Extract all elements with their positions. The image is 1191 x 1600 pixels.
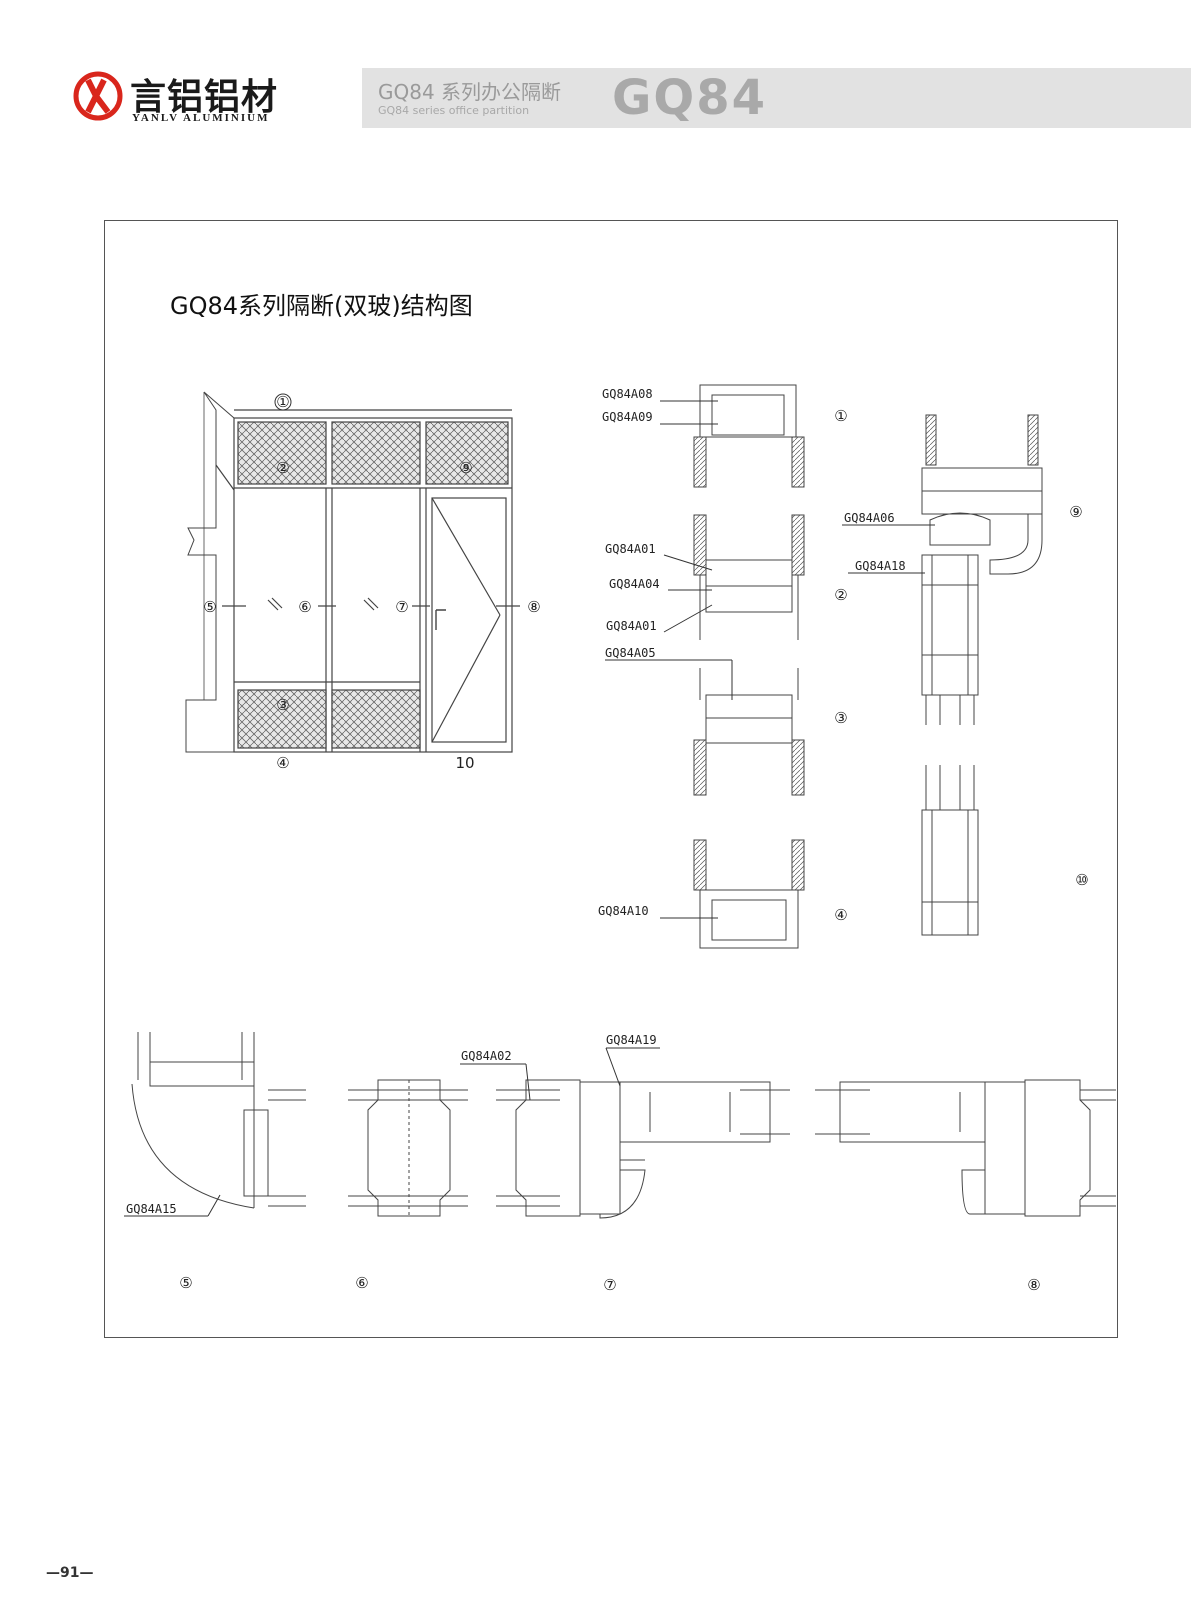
detail-marker-10: ⑩ [1075,871,1088,889]
brand-mark-icon [73,71,123,121]
callout-a06: GQ84A06 [842,511,935,526]
callout-a18: GQ84A18 [848,559,925,574]
callout-a02: GQ84A02 [460,1049,531,1101]
elevation-view [185,391,520,753]
marker-5: ⑤ [203,598,216,616]
section-details-9-10 [921,414,1043,936]
svg-text:GQ84A19: GQ84A19 [606,1033,657,1047]
svg-text:GQ84A02: GQ84A02 [461,1049,512,1063]
svg-text:GQ84A01: GQ84A01 [606,619,657,633]
detail-marker-7: ⑦ [603,1276,616,1294]
callout-a05: GQ84A05 [605,646,733,700]
svg-text:GQ84A05: GQ84A05 [605,646,656,660]
brand-logo: 言铝铝材 YANLV ALUMINIUM [72,66,302,130]
detail-marker-9: ⑨ [1069,503,1082,521]
svg-text:④: ④ [276,754,289,772]
callout-a08: GQ84A08 [602,387,718,402]
section-details-1-4 [693,384,805,949]
callout-a04: GQ84A04 [609,577,712,591]
marker-2: ② [276,459,289,477]
svg-text:GQ84A10: GQ84A10 [598,904,649,918]
svg-text:①: ① [276,393,289,411]
detail-5-8-labels: GQ84A15 GQ84A02 GQ84A19 ⑤ ⑥ ⑦ ⑧ [124,1033,1041,1294]
detail-marker-8: ⑧ [1027,1276,1040,1294]
marker-4: ④ [276,754,289,772]
drawing-frame [104,220,1118,1338]
svg-text:⑨: ⑨ [459,459,472,477]
svg-text:GQ84A04: GQ84A04 [609,577,660,591]
brand-name-cn: 言铝铝材 [130,77,279,118]
svg-text:GQ84A09: GQ84A09 [602,410,653,424]
svg-text:②: ② [276,459,289,477]
detail-marker-6: ⑥ [355,1274,368,1292]
svg-text:GQ84A15: GQ84A15 [126,1202,177,1216]
callout-a19: GQ84A19 [605,1033,660,1087]
detail-marker-1: ① [834,407,847,425]
svg-text:⑦: ⑦ [395,598,408,616]
callout-a01-top: GQ84A01 [605,542,713,571]
callout-a01-bottom: GQ84A01 [606,604,713,633]
svg-text:⑤: ⑤ [203,598,216,616]
svg-text:③: ③ [276,696,289,714]
marker-9: ⑨ [459,459,472,477]
section-detail-labels: GQ84A08 GQ84A09 GQ84A01 GQ84A04 GQ84A01 … [598,387,848,924]
svg-text:GQ84A01: GQ84A01 [605,542,656,556]
detail-9-10-labels: GQ84A06 GQ84A18 ⑨ ⑩ [842,503,1089,889]
marker-8: ⑧ [527,598,540,616]
detail-marker-4: ④ [834,906,847,924]
page-number: —91— [46,1565,94,1581]
svg-text:GQ84A06: GQ84A06 [844,511,895,525]
drawing-title: GQ84系列隔断(双玻)结构图 [170,292,473,320]
svg-text:⑥: ⑥ [298,598,311,616]
marker-10: 10 [455,754,474,772]
detail-marker-2: ② [834,586,847,604]
svg-text:10: 10 [455,754,474,772]
marker-6: ⑥ [298,598,311,616]
callout-a15: GQ84A15 [124,1194,221,1217]
section-details-5-8 [131,1032,1116,1219]
header-band: GQ84 系列办公隔断 GQ84 series office partition… [362,68,1191,128]
marker-1: ① [274,393,292,411]
detail-marker-5: ⑤ [179,1274,192,1292]
svg-text:GQ84A08: GQ84A08 [602,387,653,401]
series-title-en: GQ84 series office partition [378,104,530,117]
svg-text:GQ84A18: GQ84A18 [855,559,906,573]
callout-a10: GQ84A10 [598,904,718,919]
series-title-cn: GQ84 系列办公隔断 [378,80,562,104]
marker-3: ③ [276,696,289,714]
series-code: GQ84 [612,70,767,126]
detail-marker-3: ③ [834,709,847,727]
marker-7: ⑦ [395,598,408,616]
svg-text:⑧: ⑧ [527,598,540,616]
callout-a09: GQ84A09 [602,410,718,425]
brand-name-en: YANLV ALUMINIUM [132,112,270,124]
elevation-markers: ① ② ⑨ ⑤ ⑥ ⑦ ⑧ ③ ④ 10 [203,393,540,772]
